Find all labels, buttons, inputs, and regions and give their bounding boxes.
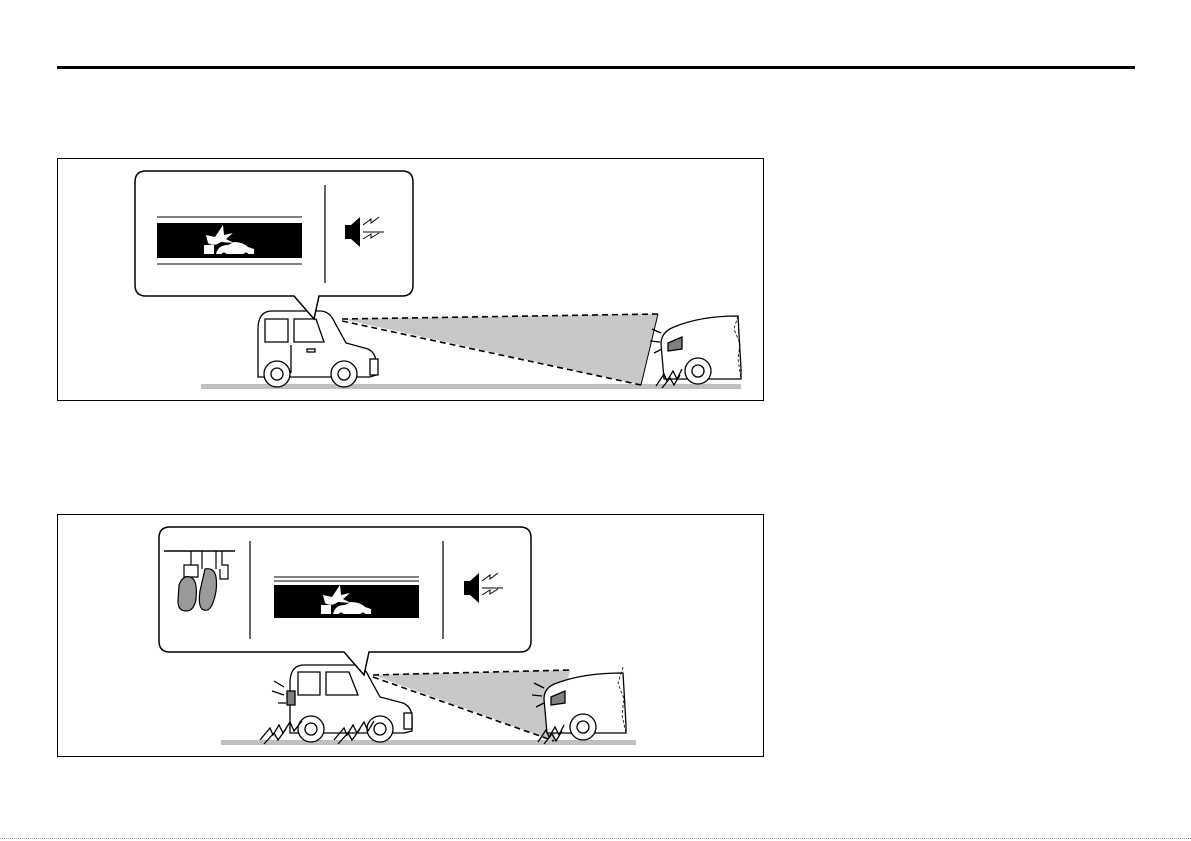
vehicle-ahead xyxy=(650,316,741,388)
figure-forward-collision-warning xyxy=(57,158,764,401)
detection-zone xyxy=(342,314,658,385)
illustration-warning xyxy=(58,159,764,401)
header-rule xyxy=(57,66,1135,69)
footer-rule xyxy=(0,838,1191,839)
warning-display xyxy=(157,217,302,264)
illustration-braking xyxy=(58,515,764,757)
road-surface xyxy=(221,740,636,745)
figure-collision-braking xyxy=(57,514,764,757)
